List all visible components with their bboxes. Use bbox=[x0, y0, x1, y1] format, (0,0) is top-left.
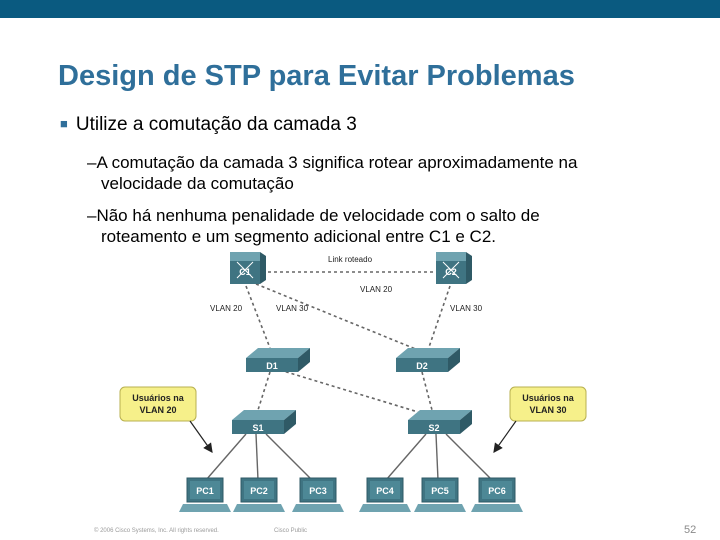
link-c1-d1 bbox=[245, 285, 271, 349]
core-switch-c2-arrows-icon bbox=[442, 261, 460, 279]
core-switch-c2: C2 bbox=[436, 252, 472, 284]
d1-label: D1 bbox=[266, 361, 278, 371]
d2-label: D2 bbox=[416, 361, 428, 371]
core-switch-c1: C1 bbox=[230, 252, 266, 284]
link-s1-pc3 bbox=[265, 433, 313, 481]
vlan20-left-label: VLAN 20 bbox=[210, 304, 243, 313]
trunk-links bbox=[245, 271, 451, 413]
pc2-label: PC2 bbox=[250, 486, 268, 496]
link-s2-pc5 bbox=[435, 433, 439, 481]
sub-bullet-1: –A comutação da camada 3 significa rotea… bbox=[87, 152, 707, 194]
callout-right-line1: Usuários na bbox=[522, 393, 575, 403]
bullet-square-icon: ■ bbox=[60, 116, 68, 131]
callout-left-arrow-icon bbox=[189, 420, 213, 453]
link-s2-pc6 bbox=[445, 433, 493, 481]
callout-right-arrow-icon bbox=[493, 420, 517, 453]
sub-bullet-2-line2: roteamento e um segmento adicional entre… bbox=[101, 227, 497, 246]
pc-5: PC5 bbox=[414, 477, 466, 512]
link-s1-pc1 bbox=[205, 433, 247, 481]
link-d2-s2 bbox=[421, 371, 433, 411]
sub-bullet-2-line1: –Não há nenhuma penalidade de velocidade… bbox=[87, 206, 540, 225]
callout-left: Usuários na VLAN 20 bbox=[119, 386, 213, 453]
c1-label: C1 bbox=[239, 267, 251, 277]
sub-bullet-2: –Não há nenhuma penalidade de velocidade… bbox=[87, 205, 707, 247]
distribution-switch-d2: D2 bbox=[396, 348, 460, 372]
bullet-main: ■ Utilize a comutação da camada 3 bbox=[60, 114, 357, 136]
sub-bullet-1-line1: –A comutação da camada 3 significa rotea… bbox=[87, 153, 578, 172]
vlan30-right-label: VLAN 30 bbox=[450, 304, 483, 313]
link-d1-s2 bbox=[279, 369, 419, 413]
sub-bullet-1-line2: velocidade da comutação bbox=[101, 174, 294, 193]
pc-6: PC6 bbox=[471, 477, 523, 512]
link-d1-s1 bbox=[257, 371, 271, 411]
pc4-label: PC4 bbox=[376, 486, 394, 496]
link-c1-d2 bbox=[255, 283, 419, 351]
access-switch-s1: S1 bbox=[232, 410, 296, 434]
pc5-label: PC5 bbox=[431, 486, 449, 496]
callout-left-line1: Usuários na bbox=[132, 393, 185, 403]
c2-label: C2 bbox=[445, 267, 457, 277]
callout-left-line2: VLAN 20 bbox=[139, 405, 176, 415]
page-number: 52 bbox=[684, 524, 697, 536]
callout-right-line2: VLAN 30 bbox=[529, 405, 566, 415]
link-s2-pc4 bbox=[385, 433, 427, 481]
footer-copyright: © 2006 Cisco Systems, Inc. All rights re… bbox=[94, 528, 219, 534]
link-routed-label: Link roteado bbox=[328, 255, 373, 264]
s1-label: S1 bbox=[252, 423, 263, 433]
slide-title: Design de STP para Evitar Problemas bbox=[58, 60, 575, 92]
vlan30-mid-label: VLAN 30 bbox=[276, 304, 309, 313]
pc-2: PC2 bbox=[233, 477, 285, 512]
access-switch-s2: S2 bbox=[408, 410, 472, 434]
footer-classification: Cisco Public bbox=[274, 528, 308, 534]
bullet-main-text: Utilize a comutação da camada 3 bbox=[75, 114, 357, 135]
pc-4: PC4 bbox=[359, 477, 411, 512]
link-c2-d2 bbox=[427, 285, 451, 351]
pc-1: PC1 bbox=[179, 477, 231, 512]
vlan20-center-label: VLAN 20 bbox=[360, 285, 393, 294]
s2-label: S2 bbox=[428, 423, 439, 433]
core-switch-c1-arrows-icon bbox=[236, 261, 254, 279]
pc1-label: PC1 bbox=[196, 486, 214, 496]
pc6-label: PC6 bbox=[488, 486, 506, 496]
pc-3: PC3 bbox=[292, 477, 344, 512]
link-s1-pc2 bbox=[255, 433, 259, 481]
access-links bbox=[205, 433, 493, 481]
pc3-label: PC3 bbox=[309, 486, 327, 496]
callout-right: Usuários na VLAN 30 bbox=[493, 386, 587, 453]
distribution-switch-d1: D1 bbox=[246, 348, 310, 372]
top-banner bbox=[0, 0, 720, 18]
